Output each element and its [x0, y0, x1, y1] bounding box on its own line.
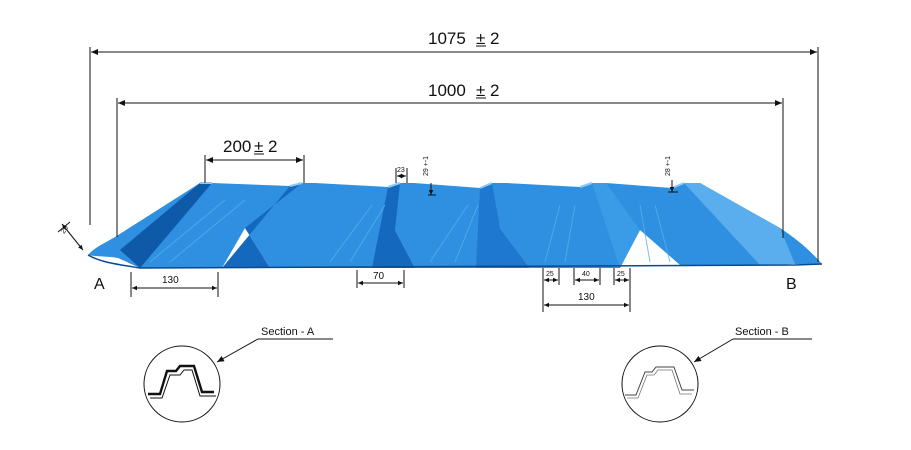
pan-width-value: 130 [162, 275, 179, 286]
section-b-label: Section - B [735, 326, 789, 338]
dim-edge-height: 20 [57, 221, 84, 251]
section-b-profile [625, 366, 694, 396]
overall-width-tol: ± 2 [476, 29, 500, 48]
dim-overall-width: 1075 ± 2 [89, 29, 819, 262]
pan-width-right-value: 130 [578, 292, 595, 303]
dim-crest-width: 23 [395, 167, 408, 183]
rib-height-right-value: 28 +-1 [665, 156, 672, 176]
stiffener-a-value: 25 [546, 271, 554, 278]
rib-pitch-tol: ± 2 [254, 137, 278, 156]
crest-width-value: 23 [397, 167, 405, 174]
dim-pan-width: 130 [130, 272, 219, 297]
section-a-circle [143, 345, 221, 423]
rib-crest-hl [200, 182, 685, 189]
rib-pitch-value: 200 [223, 137, 251, 156]
sheet-body [88, 183, 822, 268]
stiffener-c-value: 25 [617, 271, 625, 278]
rib-face-5 [592, 183, 640, 268]
sheet-bottom-edge [87, 254, 823, 269]
cover-width-tol: ± 2 [476, 81, 500, 100]
section-a-profile [148, 364, 214, 396]
section-a-callout: Section - A [143, 326, 333, 423]
rib-face-6 [684, 183, 795, 265]
rib-face-3 [372, 183, 415, 268]
section-a-label: Section - A [261, 326, 315, 338]
rib-height-value: 29 +-1 [423, 156, 430, 176]
section-b-callout: Section - B [621, 326, 812, 423]
dim-rib-height: 29 +-1 [423, 156, 436, 196]
roof-sheet [87, 182, 823, 269]
rib-face-2 [222, 183, 302, 268]
end-label-a: A [94, 276, 105, 293]
dim-valley-width: 70 [356, 270, 405, 288]
edge-height-value: 20 [60, 225, 70, 235]
end-label-b: B [786, 276, 797, 293]
stiffener-b-value: 40 [582, 271, 590, 278]
rib-face-4 [476, 183, 530, 268]
valley-width-value: 70 [373, 271, 385, 282]
overall-width-value: 1075 [428, 29, 466, 48]
dim-stiffeners: 25 40 25 130 [542, 268, 631, 312]
dim-cover-width: 1000 ± 2 [116, 81, 784, 238]
rib-face-1 [120, 183, 212, 268]
section-b-circle [621, 345, 699, 423]
dim-rib-height-right: 28 +-1 [665, 156, 678, 193]
dim-rib-pitch: 200 ± 2 [204, 137, 305, 183]
cover-width-value: 1000 [428, 81, 466, 100]
stiffener-lines [149, 199, 671, 263]
